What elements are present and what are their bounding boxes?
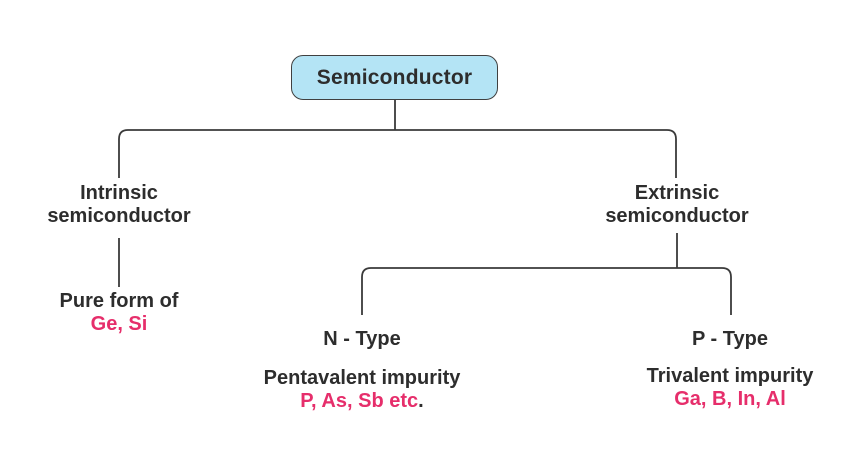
node-semiconductor-label: Semiconductor (316, 65, 473, 89)
node-p-type: P - Type (630, 328, 830, 351)
p-type-examples-text: Ga, B, In, Al (674, 388, 786, 410)
n-type-examples-period: . (418, 390, 424, 412)
n-type-label: N - Type (323, 328, 401, 350)
node-n-type: N - Type (262, 328, 462, 351)
intrinsic-label-line1: Intrinsic (80, 182, 158, 204)
intrinsic-label-line2: semiconductor (47, 205, 191, 227)
intrinsic-examples-text: Ge, Si (90, 313, 148, 335)
p-type-label: P - Type (692, 328, 768, 350)
intrinsic-description: Pure form of Ge, Si (19, 290, 219, 336)
connector-level2-bracket (361, 267, 732, 315)
extrinsic-label-line1: Extrinsic (634, 182, 720, 204)
intrinsic-desc-text: Pure form of (59, 290, 179, 312)
p-type-description: Trivalent impurity Ga, B, In, Al (600, 365, 856, 411)
extrinsic-label-line2: semiconductor (605, 205, 749, 227)
connector-level1-bracket (118, 129, 677, 178)
n-type-examples-line: P, As, Sb etc. (232, 390, 492, 413)
n-type-desc-text: Pentavalent impurity (263, 367, 461, 389)
node-semiconductor: Semiconductor (291, 55, 498, 100)
node-intrinsic-semiconductor: Intrinsic semiconductor (19, 182, 219, 228)
n-type-examples-text: P, As, Sb etc (300, 390, 419, 412)
node-extrinsic-semiconductor: Extrinsic semiconductor (577, 182, 777, 228)
n-type-description: Pentavalent impurity P, As, Sb etc. (232, 367, 492, 413)
p-type-desc-text: Trivalent impurity (646, 365, 814, 387)
